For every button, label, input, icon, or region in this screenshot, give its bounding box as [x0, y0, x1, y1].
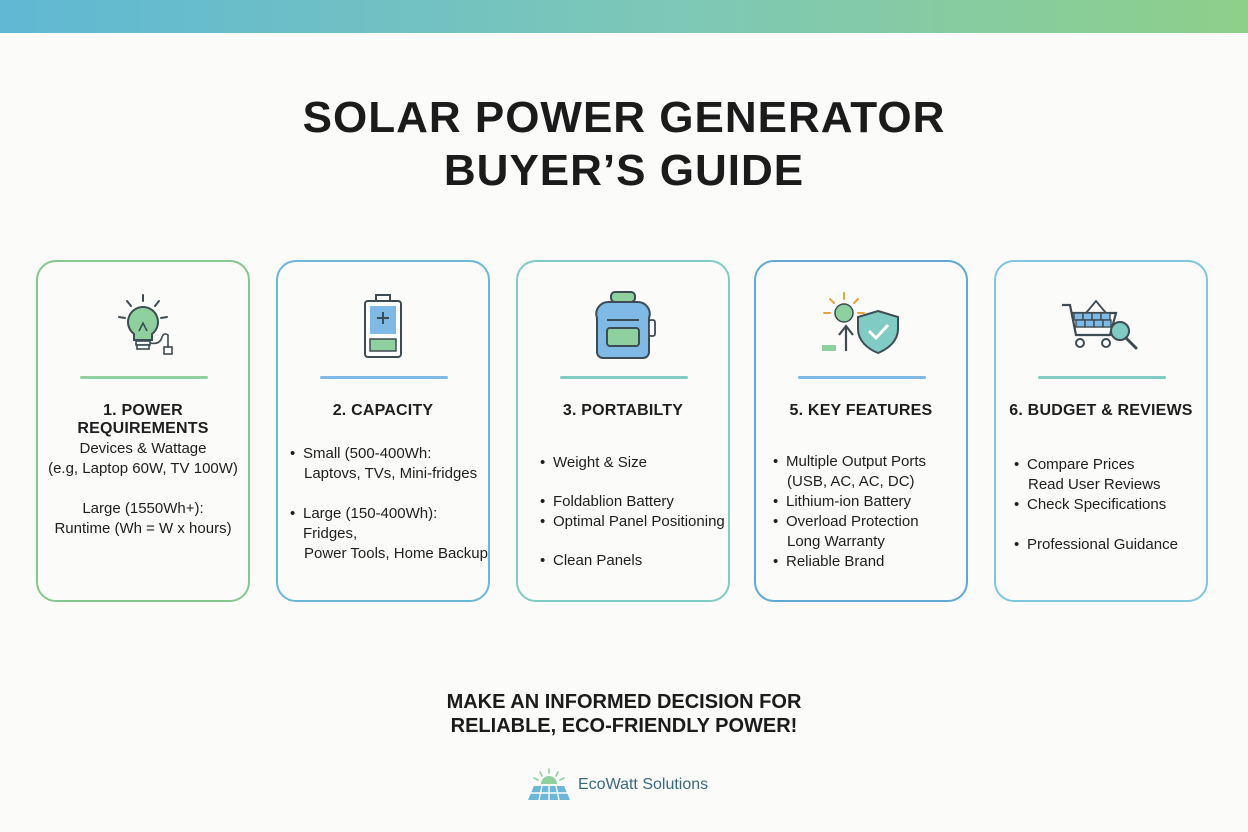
list-item: (USB, AC, AC, DC): [787, 473, 915, 490]
card-text: Large (1550Wh+):: [82, 500, 204, 517]
card-text: Devices & Wattage: [79, 440, 207, 457]
list-item: Optimal Panel Positioning: [540, 512, 725, 532]
card-heading: 2. CAPACITY: [332, 402, 434, 419]
card-heading: 5. KEY FEATURES: [789, 402, 933, 419]
card-divider: [798, 376, 926, 379]
list-item: Small (500-400Wh:: [290, 444, 488, 464]
list-item: Professional Guidance: [1014, 535, 1178, 555]
sun-shield-icon: [756, 288, 966, 364]
list-item: Reliable Brand: [773, 552, 926, 572]
card-list: Small (500-400Wh: Laptovs, TVs, Mini-fri…: [290, 444, 488, 564]
list-item: Check Specifications: [1014, 495, 1178, 515]
card-divider: [80, 376, 208, 379]
brand-logo: EcoWatt Solutions: [526, 768, 708, 802]
card-text: (e.g, Laptop 60W, TV 100W): [48, 460, 238, 477]
closing-line2: RELIABLE, ECO-FRIENDLY POWER!: [450, 715, 798, 737]
cart-search-icon: [996, 288, 1206, 364]
list-item: Foldablion Battery: [540, 492, 725, 512]
top-gradient-bar: [0, 0, 1248, 33]
list-item: Laptovs, TVs, Mini-fridges: [290, 464, 488, 484]
card-power-requirements: 1. POWER REQUIREMENTS Devices & Wattage …: [36, 260, 250, 602]
card-portability: 3. PORTABILTY Weight & Size Foldablion B…: [516, 260, 730, 602]
list-item: Weight & Size: [540, 453, 725, 473]
list-item: Compare Prices: [1014, 455, 1178, 475]
brand-name: EcoWatt Solutions: [578, 776, 709, 793]
list-item: Lithium-ion Battery: [773, 492, 926, 512]
solar-panel-sun-icon: [528, 768, 570, 801]
list-item: Read User Reviews: [1028, 476, 1161, 493]
card-key-features: 5. KEY FEATURES Multiple Output Ports (U…: [754, 260, 968, 602]
list-item: Overload Protection: [773, 512, 926, 532]
card-divider: [560, 376, 688, 379]
list-item-text: Laptovs, TVs, Mini-fridges: [304, 465, 478, 482]
closing-line1: MAKE AN INFORMED DECISION FOR: [446, 691, 802, 713]
backpack-icon: [518, 288, 728, 364]
card-heading: 6. BUDGET & REVIEWS: [1009, 402, 1193, 419]
page-title-line1: SOLAR POWER GENERATOR: [302, 93, 946, 142]
lightbulb-icon: [38, 288, 248, 364]
battery-icon: [278, 288, 488, 364]
list-item: Large (150-400Wh): Fridges,: [290, 504, 488, 544]
list-item-text: Large (150-400Wh): Fridges,: [303, 505, 438, 542]
card-heading: 1. POWER REQUIREMENTS: [77, 402, 209, 437]
list-item-text: Small (500-400Wh:: [303, 445, 432, 462]
list-item: Multiple Output Ports: [773, 452, 926, 472]
card-budget-reviews: 6. BUDGET & REVIEWS Compare Prices Read …: [994, 260, 1208, 602]
list-item: Power Tools, Home Backup: [290, 544, 488, 564]
list-item: Long Warranty: [787, 533, 885, 550]
card-divider: [1038, 376, 1166, 379]
page-title-line2: BUYER’S GUIDE: [443, 146, 805, 195]
list-item-text: Power Tools, Home Backup: [304, 545, 488, 562]
card-list: Multiple Output Ports (USB, AC, AC, DC) …: [773, 452, 926, 572]
card-divider: [320, 376, 448, 379]
list-item: Clean Panels: [540, 551, 725, 571]
card-capacity: 2. CAPACITY Small (500-400Wh: Laptovs, T…: [276, 260, 490, 602]
card-list: Compare Prices Read User Reviews Check S…: [1014, 455, 1178, 555]
card-text: Runtime (Wh = W x hours): [54, 520, 232, 537]
card-heading: 3. PORTABILTY: [562, 402, 684, 419]
card-list: Weight & Size Foldablion Battery Optimal…: [540, 453, 725, 571]
